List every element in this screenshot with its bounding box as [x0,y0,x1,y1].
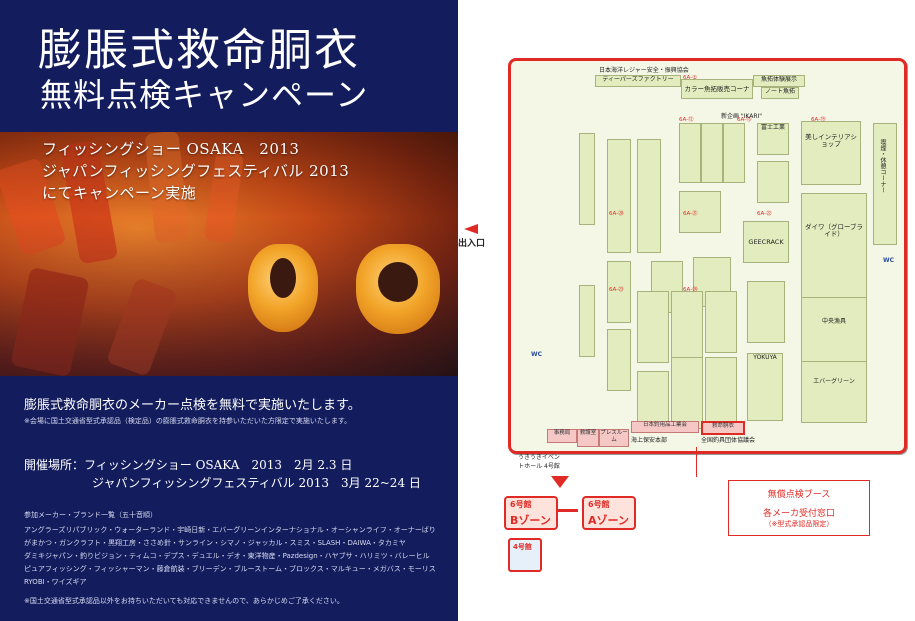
makers-line-2: がまかつ・ガンクラフト・黒翔工房・ささめ針・サンライン・シマノ・ジャッカル・スミ… [24,539,406,547]
booth-chuo: 中央漁具 [801,297,867,371]
booth-fish-exhibit: 魚拓体験展示 [753,75,805,87]
booth-palms [679,191,721,233]
exit-arrow [464,224,478,234]
campaign-line-1: フィッシングショー OSAKA 2013 [42,140,300,158]
booth-color-gyotaku: カラー魚拓販売コーナー [681,79,753,99]
campaign-line-3: にてキャンペーン実施 [42,184,197,202]
first-aid: 救護室 [577,429,599,447]
booth-geecrack: GEECRACK [743,221,789,263]
free-check-callout: 無償点検ブース 各メーカ受付窓口 （※型式承認品限定） [728,480,870,536]
life-jacket-1 [248,244,318,332]
label-ikari: 新企画 "IKARI" [721,113,763,120]
booth-column-1 [579,133,595,225]
life-jacket-photo: フィッシングショー OSAKA 2013 ジャパンフィッシングフェスティバル 2… [0,132,458,376]
booth-hiromi [671,291,703,363]
booth-zesta [679,123,701,183]
booth-daiwa: ダイワ（グローブライド） [801,193,867,309]
makers-line-4: ピュアフィッシング・フィッシャーマン・藤倉航装・ブリーデン・ブルーストーム・ブロ… [24,565,436,573]
booth-breaden [637,291,669,363]
campaign-line-2: ジャパンフィッシングフェスティバル 2013 [42,162,350,180]
callout-subtitle: 各メーカ受付窓口 [762,509,835,519]
makers-line-3: ダミキジャパン・釣りビジョン・ティムコ・デプス・デュエル・デオ・東洋物産・Paz… [24,552,430,560]
callout-note: （※型式承認品限定） [764,520,834,528]
booth-interior: 美しインテリアショップ [801,121,861,185]
booth-prox [705,291,737,353]
booth-evergreen: エバーグリーン [801,361,867,423]
label-all-japan: 全国釣具団体協議会 [701,437,756,444]
booth-column-3 [637,139,661,253]
booth-first-seiko [607,261,631,323]
exit-label: 出入口 [458,239,486,249]
makers-heading: 参加メーカー・ブランド一覧（五十音順） [24,511,157,519]
booth-fujikura: 富士工業 [757,123,789,155]
wc-right: WC [883,257,895,264]
down-arrow [551,476,569,488]
lead-note: ※会場に国土交通省型式承認品（検定品）の膨脹式救命胴衣を持参いただいた方限定で実… [24,417,352,425]
zone-6b: 6号館 Bゾーン [504,496,558,530]
booth-deepers: ディーパーズファクトリー [595,75,681,87]
callout-title: 無償点検ブース [767,490,831,500]
venue-line-1: 開催場所：フィッシングショー OSAKA 2013 2月 2.3 日 [24,458,353,472]
booth-column-2 [607,139,631,253]
hall-floor: 日本海洋レジャー安全・振興協会 ディーパーズファクトリー カラー魚拓販売コーナー… [508,58,907,454]
jpn-fish-assoc: 日本釣用品工業会 [631,421,699,433]
booth-note-gyotaku: ノート魚拓 [761,87,799,99]
press-room: プレスルーム [599,429,629,447]
callout-line [696,447,697,477]
footnote: ※国土交通省型式承認品以外をお持ちいただいても対応できませんので、あらかじめご了… [24,597,344,605]
booth-column-left [579,285,595,357]
campaign-flyer: 膨脹式救命胴衣 無料点検キャンペーン フィッシングショー OSAKA 2013 … [0,0,458,621]
life-jacket-2 [356,244,440,334]
booth-lumica [607,329,631,391]
flyer-subtitle: 無料点検キャンペーン [40,76,369,114]
venue-line-2: ジャパンフィッシングフェスティバル 2013 3月 22~24 日 [92,476,421,490]
makers-line-1: アングラーズリパブリック・ウォーターランド・宇崎日新・エバーグリーンインターナシ… [24,526,436,534]
label-break-corner: 喫煙・休憩コーナー [879,139,886,193]
booth-break [873,123,897,245]
link-arrow [558,509,578,512]
hall-4: 4号館 [508,538,542,572]
booth-arus [757,161,789,203]
booth-yokuya: YOKUYA [747,353,783,421]
label-japan-leisure: 日本海洋レジャー安全・振興協会 [599,67,689,74]
event-hall-label: うきうきイベントホール 4号館 [518,454,560,470]
wc-left: WC [531,351,543,358]
office: 事務局 [547,429,577,443]
booth-asuri [671,357,703,429]
free-check-booth: 救命胴衣 [701,421,745,435]
lead-text: 膨脹式救命胴衣のメーカー点検を無料で実施いたします。 [24,398,361,413]
zone-6a: 6号館 Aゾーン [582,496,636,530]
booth-gary [701,123,723,183]
flyer-title: 膨脹式救命胴衣 [38,25,360,76]
booth-daiwa-seiko [705,357,737,429]
booth-bait [723,123,745,183]
booth-ryobi [747,281,785,343]
makers-line-5: RYOBI・ワイズギア [24,578,87,586]
label-sea-safe: 海上保安本部 [631,437,668,444]
floor-map: 6 号館 A 日本海洋レジャー安全・振興協会 ディーパーズファクトリー カラー魚… [458,0,915,621]
